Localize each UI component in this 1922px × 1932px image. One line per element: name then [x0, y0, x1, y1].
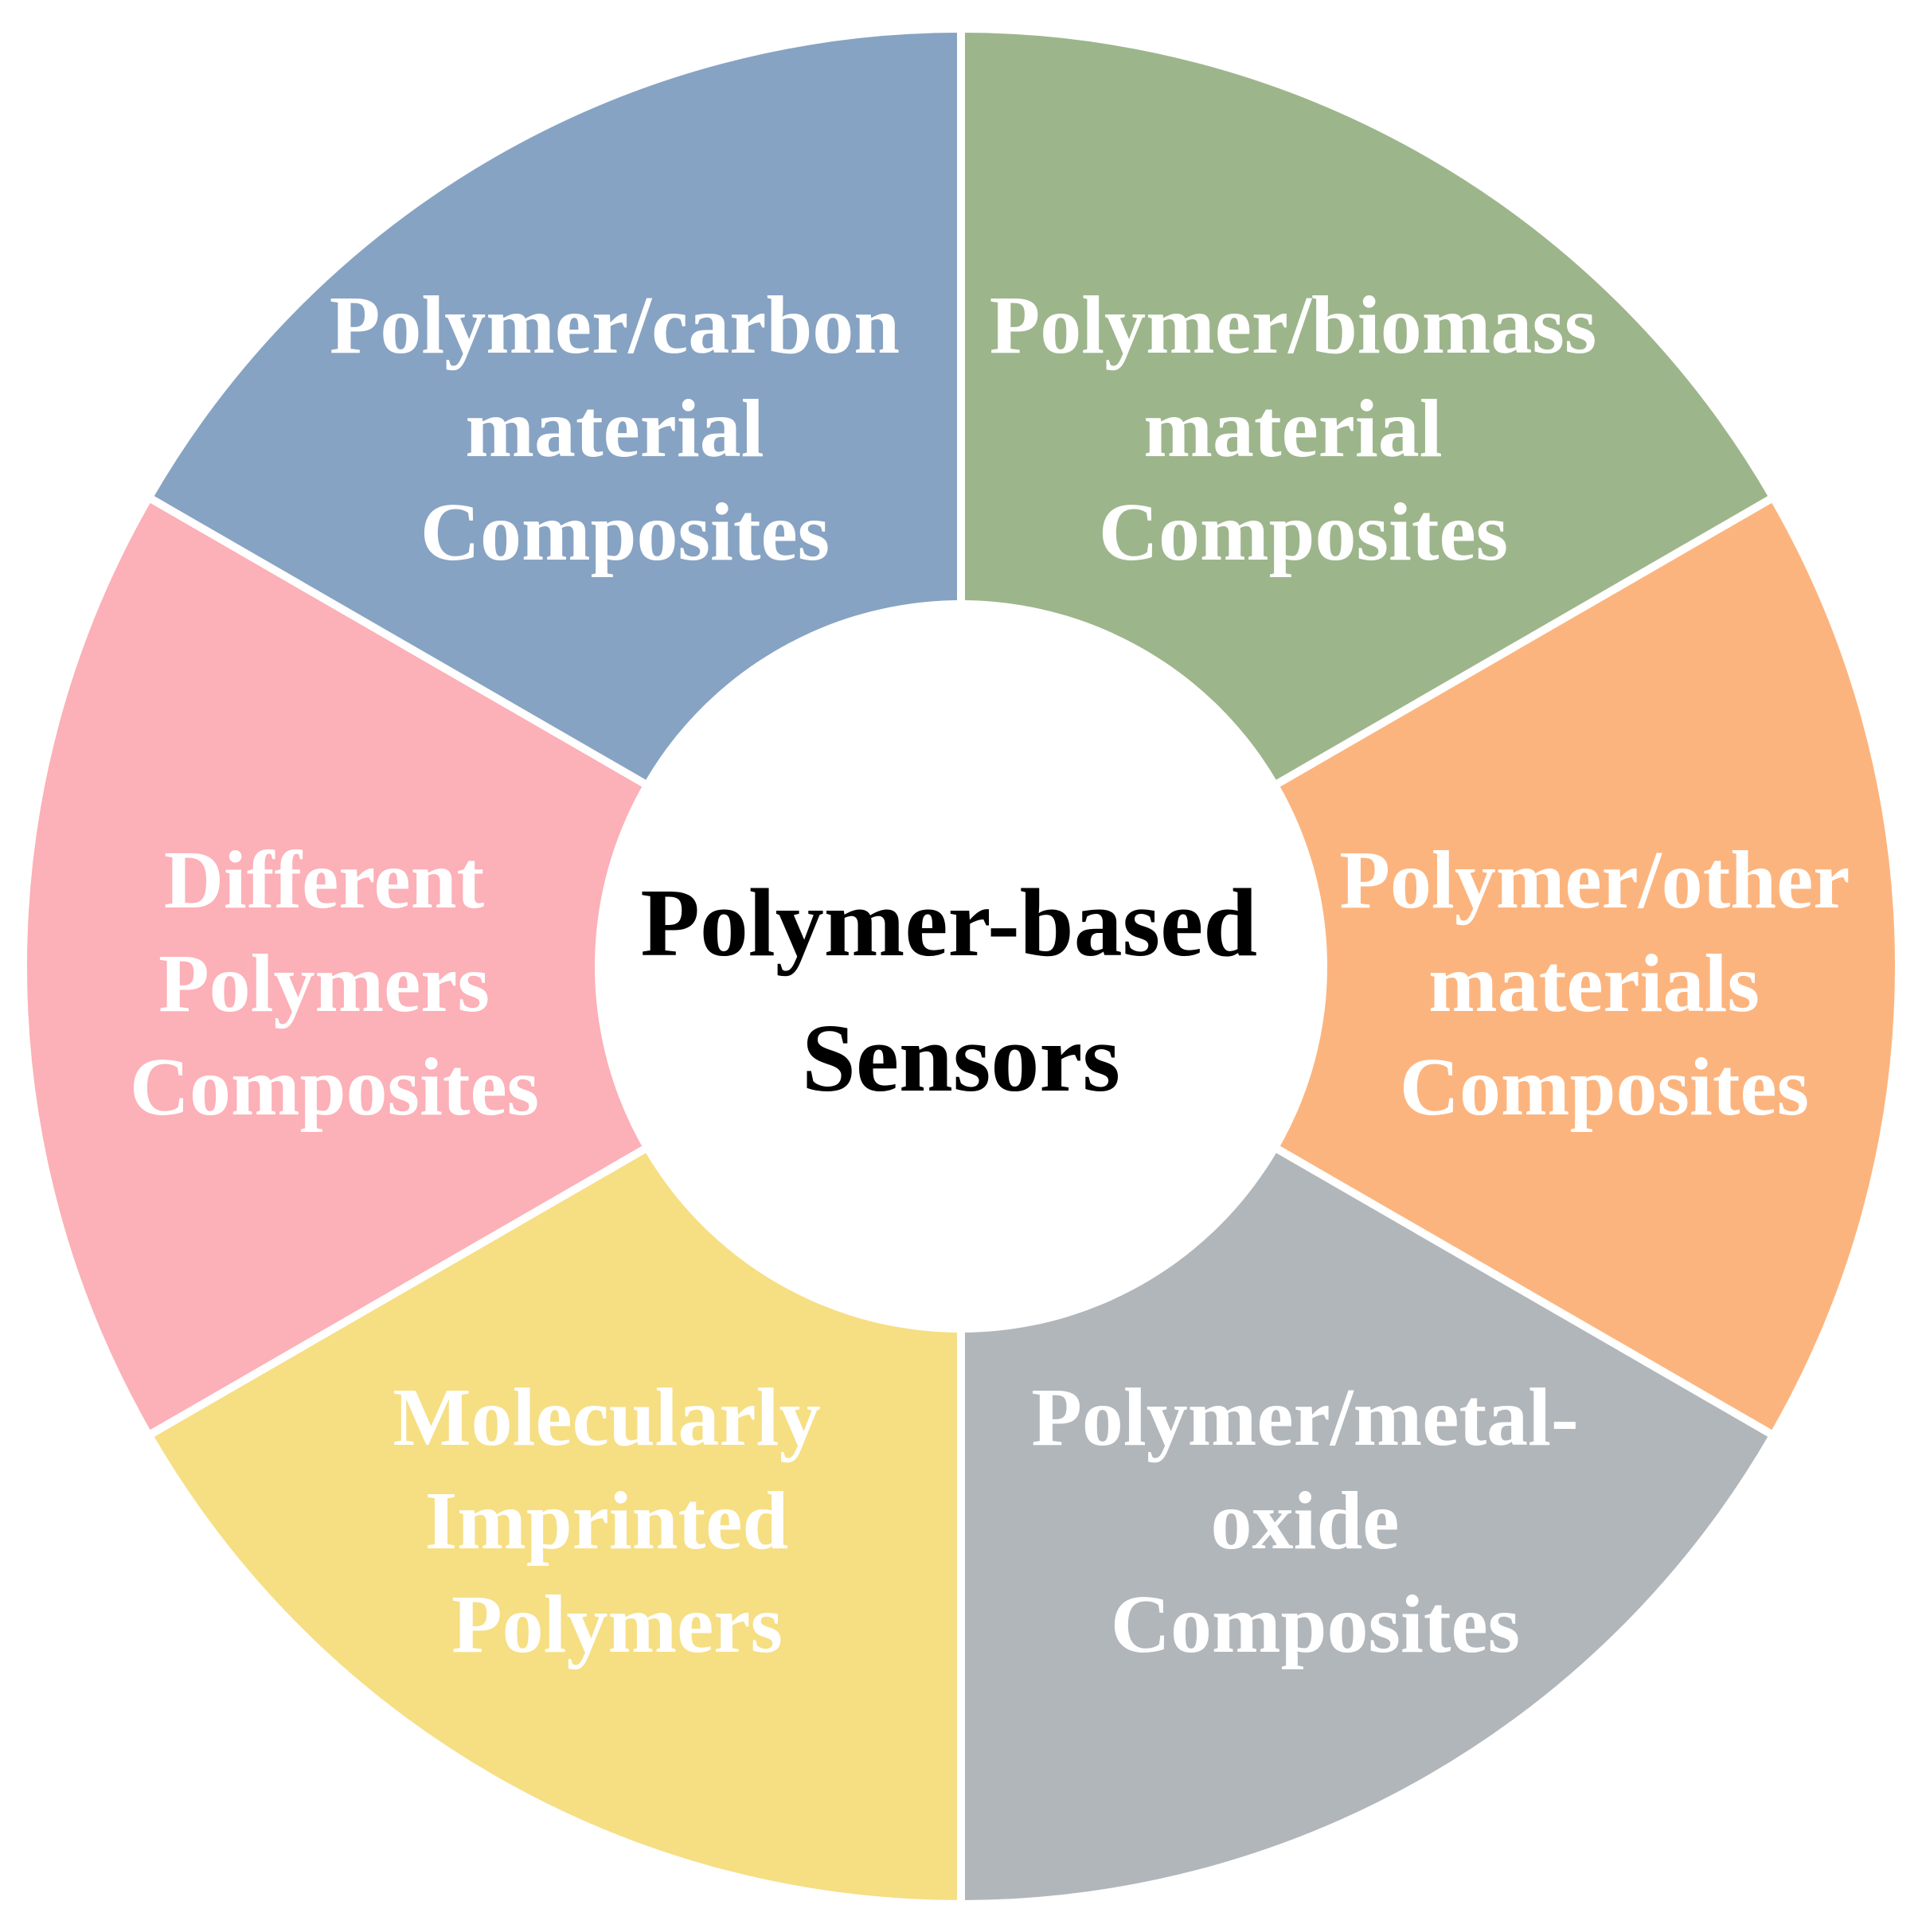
segment-label-metal-oxide-line-2: oxide: [1211, 1475, 1400, 1567]
segment-label-metal-oxide-line-3: Composites: [1111, 1579, 1520, 1670]
segment-label-different-line-1: Different: [164, 834, 485, 926]
segment-label-biomass: Polymer/biomass material Composites: [990, 279, 1618, 578]
segment-label-different: Different Polymers Composites: [130, 834, 539, 1133]
segment-label-other-line-3: Composites: [1400, 1041, 1809, 1133]
segment-label-different-line-2: Polymers: [158, 938, 490, 1029]
segment-different-polymers-composites: [18, 494, 965, 1439]
segment-label-carbon-line-2: material: [465, 383, 764, 474]
segment-other-materials-composites: [957, 494, 1904, 1439]
center-title-line-2: Sensors: [802, 1005, 1120, 1112]
segment-label-carbon: Polymer/carbon material Composites: [330, 279, 920, 578]
segment-label-different-line-3: Composites: [130, 1041, 539, 1133]
labels-layer: Polymer/carbon material Composites Polym…: [130, 279, 1869, 1670]
segment-label-biomass-line-3: Composites: [1099, 486, 1508, 578]
segment-label-metal-oxide: Polymer/metal- oxide Composites: [1031, 1372, 1599, 1670]
center-disc: [595, 600, 1327, 1333]
segment-label-carbon-line-3: Composites: [420, 486, 830, 578]
segment-label-mip-line-1: Molecularly: [393, 1372, 820, 1463]
segment-label-other-line-1: Polymer/other: [1339, 834, 1848, 926]
segment-label-other-line-2: materials: [1428, 938, 1760, 1029]
segment-label-carbon-line-1: Polymer/carbon: [330, 279, 900, 371]
segment-label-biomass-line-2: material: [1143, 383, 1442, 474]
segment-label-mip-line-3: Polymers: [451, 1579, 783, 1670]
center-title-line-1: Polymer-based: [640, 869, 1257, 977]
segment-label-other: Polymer/other materials Composites: [1339, 834, 1869, 1133]
segment-label-biomass-line-1: Polymer/biomass: [990, 279, 1597, 371]
center-title: Polymer-based Sensors: [640, 869, 1281, 1112]
segment-label-mip: Molecularly Imprinted Polymers: [393, 1372, 841, 1670]
segment-label-mip-line-2: Imprinted: [425, 1475, 788, 1567]
segment-label-metal-oxide-line-1: Polymer/metal-: [1031, 1372, 1578, 1463]
